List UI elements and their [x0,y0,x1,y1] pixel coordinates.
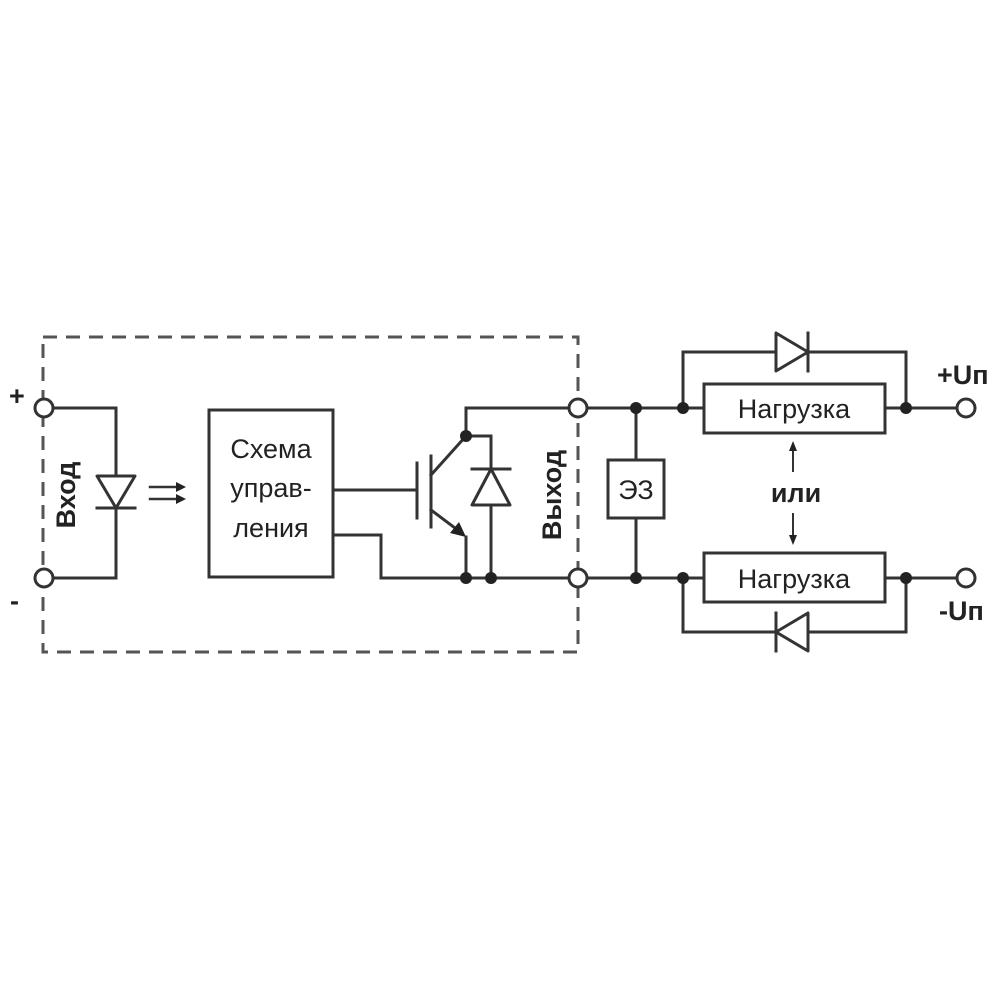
junction-dot [630,572,642,584]
supply-minus-terminal[interactable] [955,567,977,589]
top-load-circuit [677,331,977,435]
input-minus-label: - [10,586,19,616]
control-circuit-label-line2: управ- [230,473,312,503]
junction-dot [630,402,642,414]
junction-dot [677,402,689,414]
alternative-arrows-icon [789,441,797,545]
load-top-label: Нагрузка [738,394,851,424]
input-plus-label: + [9,381,25,411]
junction-dot [900,572,912,584]
control-circuit-label-line1: Схема [230,434,312,464]
igbt-transistor-icon [415,406,580,580]
freewheel-diode-icon [464,434,580,580]
optical-arrows-icon [148,482,186,504]
input-plus-terminal[interactable] [33,397,55,419]
bottom-bypass-diode-icon [774,611,810,653]
supply-plus-label: +Uп [937,360,989,390]
load-top-block [702,382,887,435]
control-circuit-block [207,408,335,579]
or-label: или [771,478,821,508]
output-top-terminal[interactable] [567,397,589,419]
relay-enclosure [41,335,580,654]
junction-dot [460,572,472,584]
output-label: Выход [537,450,567,540]
junction-dot [485,572,497,584]
load-bottom-block [702,551,887,604]
junction-dot [900,402,912,414]
junction-dot [460,430,472,442]
protection-element-label: ЭЗ [618,475,653,505]
junction-dot [677,572,689,584]
input-led-icon [95,474,137,510]
control-circuit-label-line3: ления [233,513,308,543]
input-label: Вход [51,462,81,529]
output-bottom-terminal[interactable] [567,567,589,589]
load-bottom-label: Нагрузка [738,564,851,594]
bottom-load-circuit [677,551,977,653]
control-return-wire [331,533,468,580]
supply-minus-label: -Uп [939,596,984,626]
protection-element-block [606,458,666,520]
top-bypass-diode-icon [774,331,810,373]
input-minus-terminal[interactable] [33,567,55,589]
supply-plus-terminal[interactable] [955,397,977,419]
